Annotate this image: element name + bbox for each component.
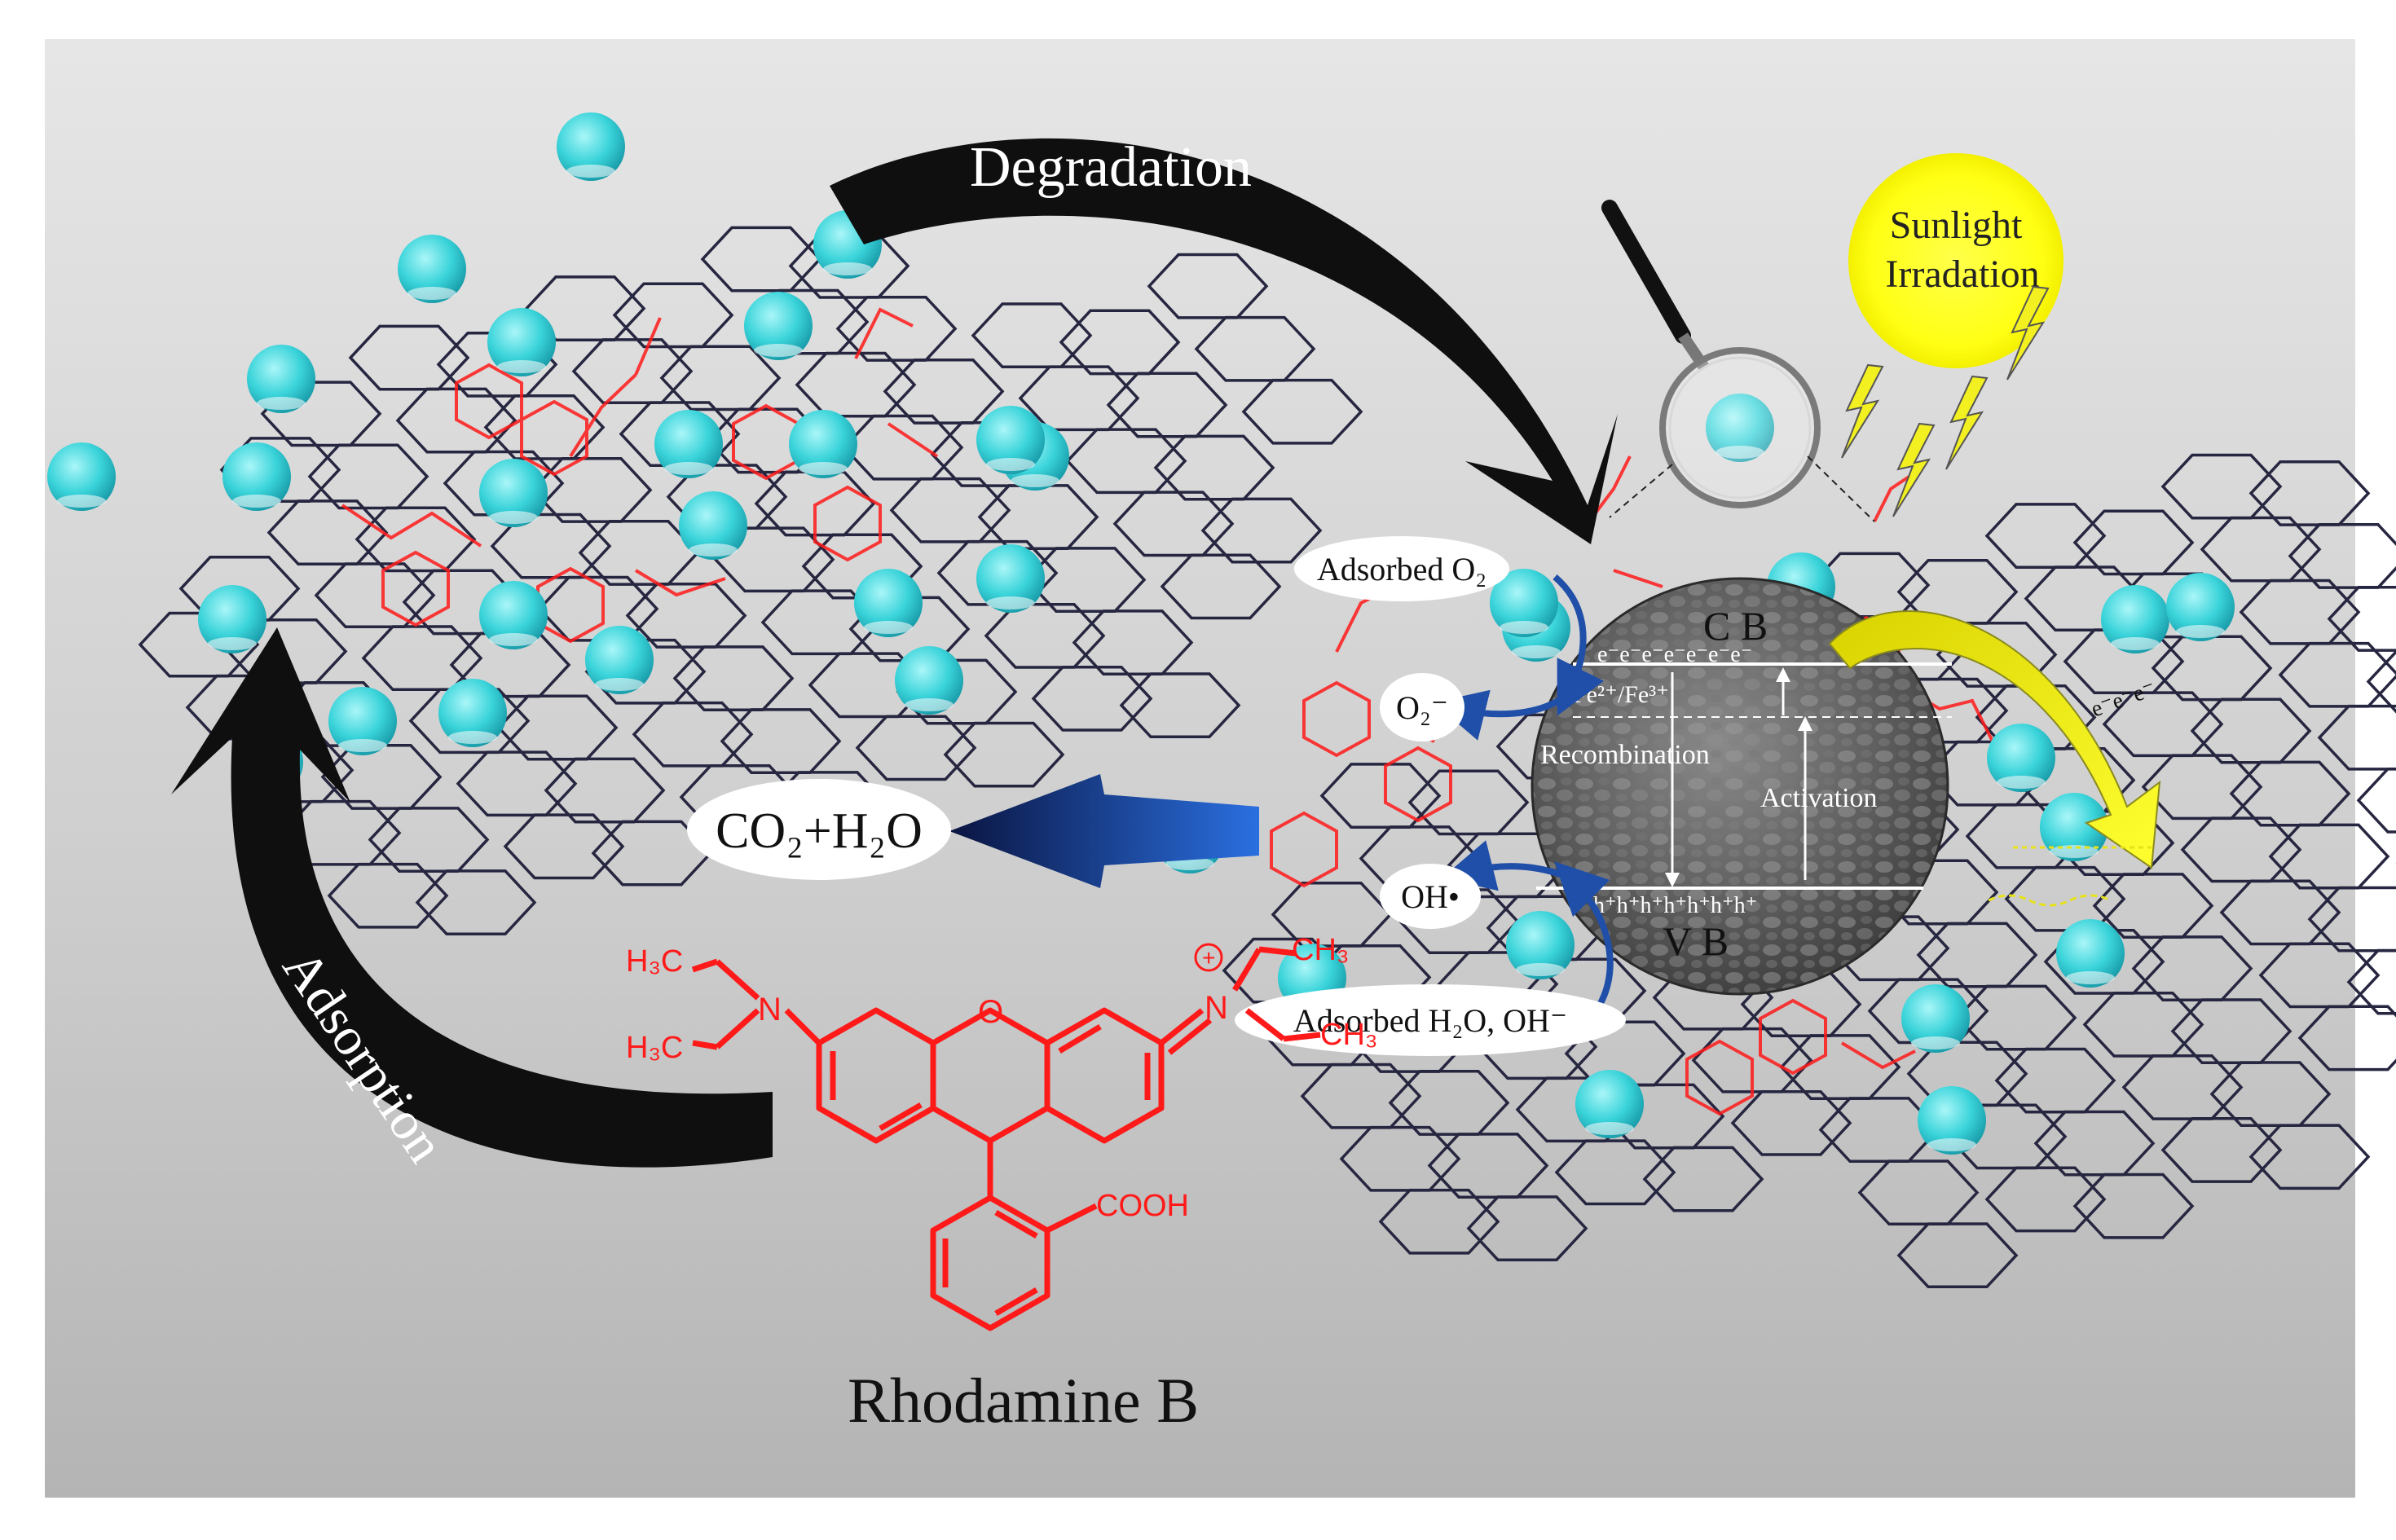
vb-label: V B <box>1663 918 1729 964</box>
superoxide-bubble <box>1380 673 1464 741</box>
group-ch3-bottom-right: CH₃ <box>1320 1018 1377 1052</box>
charge-plus: + <box>1202 945 1215 970</box>
group-h3c-bottom-left: H₃C <box>626 1031 683 1065</box>
magnifier-icon <box>1601 200 1875 522</box>
excitation-arrow <box>1828 610 2161 907</box>
group-cooh: COOH <box>1096 1189 1189 1223</box>
hole-row: h⁺h⁺h⁺h⁺h⁺h⁺h⁺ <box>1593 893 1757 918</box>
compound-name-label: Rhodamine B <box>848 1365 1199 1436</box>
products-bubble <box>687 779 951 880</box>
atom-o-bridge: O <box>978 994 1003 1030</box>
group-ch3-top-right: CH₃ <box>1292 933 1349 967</box>
adsorption-arrow <box>171 627 773 1168</box>
radical-arrows <box>1433 574 1614 1017</box>
rhodamine-b-atoms: H₃C H₃C N O N + CH₃ CH₃ COOH <box>626 933 1377 1223</box>
positive-charge-icon <box>1194 943 1223 972</box>
hydroxyl-label: OH• <box>1401 878 1460 915</box>
degradation-arrow <box>830 138 1618 545</box>
cb-label: C B <box>1703 603 1768 649</box>
fe-couple-label: Fe²⁺/Fe³⁺ <box>1573 681 1669 708</box>
adsorbed-o2-label: Adsorbed O₂ <box>1317 551 1486 587</box>
products-arrow <box>949 774 1259 888</box>
adsorbed-h2o-bubble <box>1235 984 1626 1056</box>
catalyst-particle <box>1531 577 1949 996</box>
group-h3c-top-left: H₃C <box>626 944 683 979</box>
electron-row: e⁻e⁻e⁻e⁻e⁻e⁻e⁻ <box>1597 642 1752 667</box>
degradation-label: Degradation <box>970 136 1252 199</box>
products-label: CO₂+H₂O <box>716 803 923 859</box>
sunlight-label-line2: Irradation <box>1885 253 2039 296</box>
adsorbed-h2o-label: Adsorbed H₂O, OH⁻ <box>1293 1002 1567 1039</box>
superoxide-label: O₂⁻ <box>1396 689 1448 726</box>
atom-n-right: N <box>1205 990 1228 1026</box>
hydroxyl-bubble <box>1380 864 1481 929</box>
sunlight-label-line1: Sunlight <box>1890 204 2023 247</box>
recombination-label: Recombination <box>1540 740 1710 770</box>
adsorbed-o2-bubble <box>1294 536 1509 601</box>
activation-label: Activation <box>1760 783 1878 813</box>
sun-icon <box>1848 153 2063 368</box>
lightning-bolt-icons <box>1841 285 2050 517</box>
nanoparticle-spheres <box>47 112 2235 1155</box>
rhodamine-b-structure <box>691 946 1321 1331</box>
atom-n-left: N <box>758 992 782 1027</box>
